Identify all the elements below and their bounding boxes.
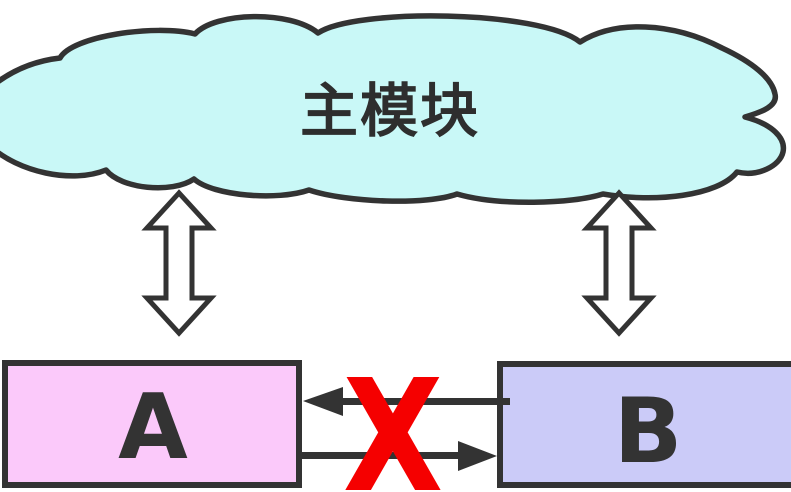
- arrow-b-to-a: [303, 387, 510, 416]
- module-b-box: [497, 361, 791, 488]
- module-b-label: B: [614, 379, 683, 484]
- forbidden-x-marker: X: [343, 346, 443, 492]
- arrow-b-to-a-head: [303, 387, 343, 416]
- arrow-b-to-a-shaft: [340, 398, 510, 405]
- module-a-label: A: [118, 375, 188, 480]
- main-module-label: 主模块: [300, 77, 480, 145]
- arrow-a-to-b-shaft: [301, 452, 461, 459]
- main-module-cloud: [0, 13, 787, 206]
- updown-arrow-a-icon: [141, 189, 217, 337]
- updown-arrow-b-icon: [581, 189, 657, 337]
- arrow-a-to-b: [301, 441, 497, 471]
- arrow-a-to-b-head: [458, 441, 497, 471]
- module-a-box: [2, 360, 302, 488]
